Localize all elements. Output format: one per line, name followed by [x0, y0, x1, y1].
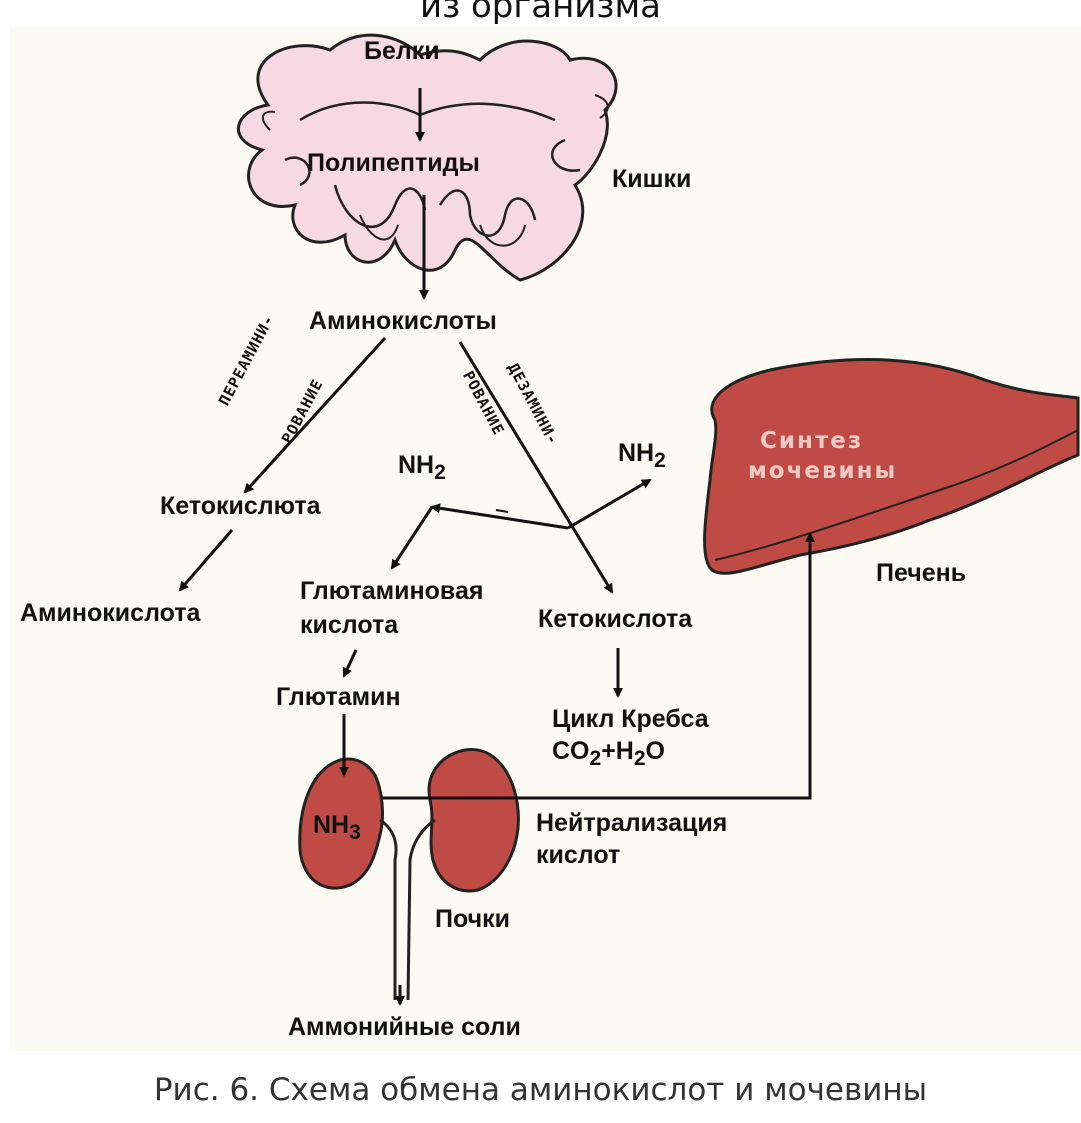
- label-ketoacid-right: Кетокислота: [538, 606, 692, 634]
- label-amino-acids: Аминокислоты: [309, 308, 497, 336]
- header-fragment: из организма: [0, 0, 1081, 26]
- label-amino-acid: Аминокислота: [20, 600, 200, 628]
- label-kidneys: Почки: [435, 906, 510, 934]
- label-polypeptides: Полипептиды: [307, 150, 480, 178]
- label-proteins: Белки: [364, 38, 440, 66]
- label-intestines: Кишки: [612, 166, 691, 194]
- label-nh2-left: NH2: [398, 452, 446, 484]
- ureter: [380, 820, 435, 1000]
- label-ammonium-salts: Аммонийные соли: [288, 1014, 521, 1042]
- arrow-glutamic-to-glutamine: [344, 650, 356, 676]
- right-kidney-illustration: [429, 749, 518, 891]
- label-neutralization-1: Нейтрализация: [536, 810, 727, 838]
- figure-caption: Рис. 6. Схема обмена аминокислот и мочев…: [0, 1072, 1081, 1108]
- arrow-transamination: [245, 338, 385, 492]
- label-urea-synthesis-2: мочевины: [748, 458, 897, 484]
- label-liver: Печень: [876, 560, 966, 588]
- label-glutamic-acid-2: кислота: [300, 612, 398, 640]
- label-krebs-cycle: Цикл Кребса: [552, 706, 709, 734]
- label-nh2-right: NH2: [618, 440, 666, 472]
- arrow-deamination: [460, 342, 612, 592]
- label-krebs-products: CO2+H2O: [552, 738, 665, 770]
- label-ketoacid-left: Кетокислюта: [160, 493, 321, 521]
- label-glutamine: Глютамин: [276, 684, 401, 712]
- label-urea-synthesis-1: Синтез: [760, 428, 863, 454]
- label-neutralization-2: кислот: [536, 842, 620, 870]
- arrow-to-nh2-right: [568, 480, 650, 528]
- label-nh3: NH3: [313, 812, 361, 844]
- arrow-to-glutamic-acid: [392, 507, 432, 568]
- label-glutamic-acid-1: Глютаминовая: [300, 578, 483, 606]
- arrow-ketoacid-to-aminoacid: [180, 530, 232, 590]
